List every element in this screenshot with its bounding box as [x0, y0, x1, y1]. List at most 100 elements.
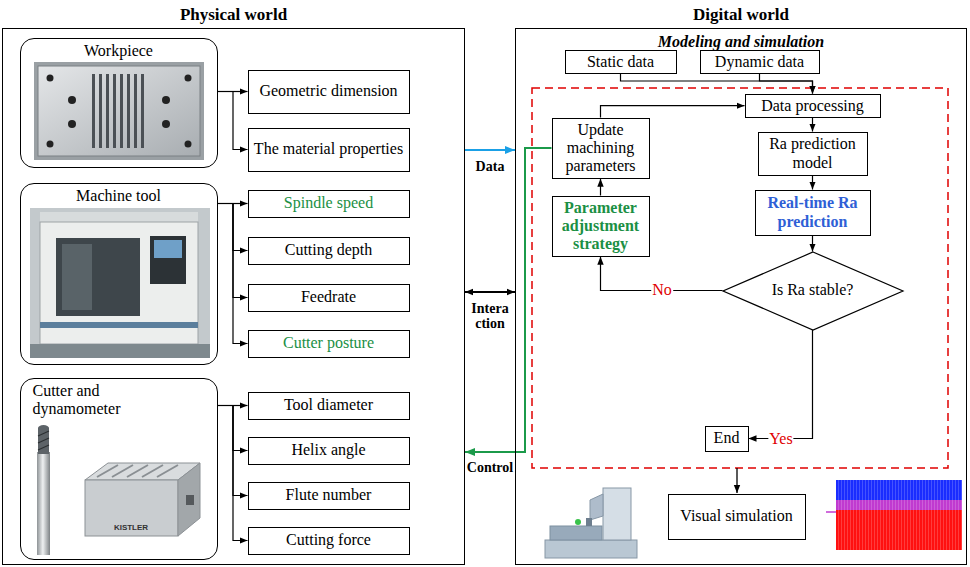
connector-arrow — [218, 406, 248, 541]
machine-tool-photo — [40, 222, 198, 344]
node-label: Cutting force — [286, 531, 371, 549]
signal-plot — [836, 480, 962, 550]
process-box: Cutting depth — [248, 237, 410, 265]
node-label: Helix angle — [291, 441, 365, 459]
edge-label: Intera ction — [465, 301, 515, 332]
workpiece-photo — [106, 74, 109, 148]
node-label: Workpiece — [21, 39, 217, 60]
end-mill-photo — [38, 431, 49, 450]
machine-render — [603, 488, 631, 540]
node-label: The material properties — [254, 140, 403, 158]
connector-arrow — [812, 236, 813, 252]
workpiece-photo — [34, 62, 204, 160]
process-box: Spindle speed — [248, 190, 410, 218]
connector-arrow — [621, 74, 813, 94]
connector-arrow — [812, 118, 813, 132]
dynamometer-photo — [85, 480, 178, 536]
process-box: Tool diameter — [248, 392, 410, 420]
node-label: Flute number — [286, 486, 372, 504]
connector-arrow — [601, 106, 745, 118]
dynamometer-photo — [85, 463, 200, 536]
process-box: Update machining parameters — [552, 118, 650, 179]
connector-arrow — [218, 204, 248, 344]
workpiece-photo — [34, 62, 204, 160]
machine-render — [545, 488, 637, 558]
edge-label: No — [651, 281, 673, 299]
world-panel: Physical worldWorkpieceGeometric dimensi… — [2, 28, 465, 565]
dynamometer-photo — [97, 465, 178, 477]
process-box: Dynamic data — [700, 50, 820, 74]
workpiece-photo — [47, 141, 54, 148]
machine-render — [586, 518, 592, 526]
loop-region — [736, 468, 737, 493]
component-group: Cutter and dynamometer — [20, 378, 218, 560]
workpiece-photo — [134, 74, 137, 148]
connector-arrow — [465, 148, 552, 452]
component-group: Machine tool — [20, 183, 218, 365]
node-label: Dynamic data — [715, 53, 804, 71]
node-label: Update machining parameters — [558, 121, 644, 176]
node-label: Modeling and simulation — [516, 33, 966, 51]
connector-arrow — [218, 92, 248, 150]
workpiece-photo — [141, 74, 144, 148]
node-label: Cutter posture — [283, 334, 374, 352]
machine-render — [550, 526, 602, 540]
workpiece-photo — [68, 120, 76, 128]
machine-tool-photo — [154, 240, 182, 258]
process-box: End — [705, 426, 749, 452]
workpiece-photo — [99, 74, 102, 148]
component-group: Workpiece — [20, 38, 218, 168]
node-label: Spindle speed — [284, 194, 373, 212]
signal-plot — [826, 511, 836, 513]
node-label: Cutting depth — [285, 241, 373, 259]
edge-label: Control — [466, 460, 514, 475]
connector-arrow — [812, 176, 813, 190]
machine-render — [590, 494, 603, 520]
machine-tool-photo — [150, 236, 186, 284]
process-box: Visual simulation — [668, 494, 806, 540]
process-box: Flute number — [248, 482, 410, 510]
node-label: Geometric dimension — [259, 82, 397, 100]
end-mill-photo — [37, 452, 50, 555]
end-mill-photo — [37, 425, 50, 555]
workpiece-photo — [162, 120, 170, 128]
node-label: Real-time Ra prediction — [761, 194, 865, 231]
process-box: Helix angle — [248, 437, 410, 465]
edge-label: Data — [475, 159, 506, 174]
machine-tool-photo — [30, 344, 210, 358]
workpiece-photo — [113, 74, 116, 148]
process-box: Cutter posture — [248, 330, 410, 358]
node-label: Tool diameter — [284, 396, 373, 414]
workpiece-photo — [92, 74, 95, 148]
process-box: Data processing — [745, 94, 881, 118]
workpiece-photo — [185, 141, 192, 148]
process-box: Parameter adjustment strategy — [552, 196, 650, 257]
end-mill-photo — [38, 428, 49, 454]
machine-tool-photo — [40, 322, 198, 328]
loop-region — [532, 88, 948, 468]
process-box: Cutting force — [248, 527, 410, 555]
dynamometer-photo — [186, 495, 194, 505]
process-box: Ra prediction model — [758, 132, 868, 176]
connector-arrow — [749, 330, 813, 439]
machine-render — [575, 519, 581, 525]
workpiece-photo — [162, 96, 170, 104]
connector-arrow — [465, 149, 515, 151]
decision-outline — [723, 252, 903, 330]
machine-tool-photo — [62, 244, 92, 310]
end-mill-photo — [38, 425, 49, 431]
workpiece-photo — [127, 74, 130, 148]
workpiece-photo — [47, 75, 54, 82]
process-box: The material properties — [248, 128, 410, 172]
edge-label: Yes — [768, 430, 793, 448]
machine-tool-photo — [56, 238, 140, 316]
node-label: Visual simulation — [680, 507, 792, 525]
process-box: Feedrate — [248, 284, 410, 312]
dynamometer-photo — [178, 463, 200, 536]
node-label: Cutter and dynamometer — [21, 379, 153, 419]
node-label: Machine tool — [21, 184, 217, 205]
node-label: Data processing — [761, 97, 864, 115]
node-label: Is Ra stable? — [772, 281, 854, 299]
node-label: Feedrate — [301, 288, 356, 306]
connector-arrow — [465, 291, 515, 293]
